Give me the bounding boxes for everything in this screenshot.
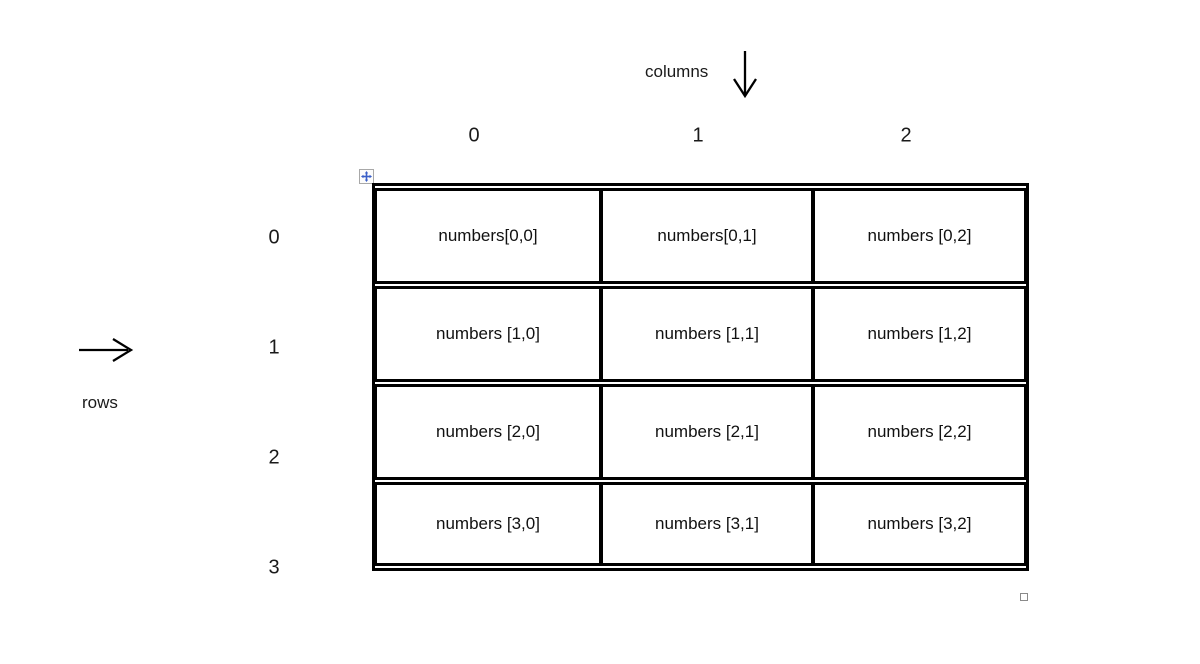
columns-axis-label: columns xyxy=(645,62,709,81)
row-index-2: 2 xyxy=(268,446,280,469)
cell-2-0: numbers [2,0] xyxy=(375,384,601,480)
move-cross-icon xyxy=(361,171,372,182)
column-index-1: 1 xyxy=(692,124,704,147)
rows-right-arrow-icon xyxy=(79,338,134,362)
table-row: numbers [1,0] numbers [1,1] numbers [1,2… xyxy=(375,286,1026,382)
row-index-0: 0 xyxy=(268,226,280,249)
table-row: numbers[0,0] numbers[0,1] numbers [0,2] xyxy=(375,188,1026,284)
cell-1-2: numbers [1,2] xyxy=(813,286,1026,382)
rows-axis-label: rows xyxy=(82,393,118,412)
row-index-3: 3 xyxy=(268,556,280,579)
cell-3-1: numbers [3,1] xyxy=(601,482,813,566)
cell-0-0: numbers[0,0] xyxy=(375,188,601,284)
cell-3-2: numbers [3,2] xyxy=(813,482,1026,566)
columns-down-arrow-icon xyxy=(733,51,757,99)
cell-1-1: numbers [1,1] xyxy=(601,286,813,382)
cell-0-2: numbers [0,2] xyxy=(813,188,1026,284)
column-index-2: 2 xyxy=(900,124,912,147)
table-row: numbers [2,0] numbers [2,1] numbers [2,2… xyxy=(375,384,1026,480)
cell-2-1: numbers [2,1] xyxy=(601,384,813,480)
column-index-0: 0 xyxy=(468,124,480,147)
table-row: numbers [3,0] numbers [3,1] numbers [3,2… xyxy=(375,482,1026,566)
row-index-1: 1 xyxy=(268,336,280,359)
cell-1-0: numbers [1,0] xyxy=(375,286,601,382)
table-resize-handle[interactable] xyxy=(1020,593,1028,601)
cell-0-1: numbers[0,1] xyxy=(601,188,813,284)
cell-2-2: numbers [2,2] xyxy=(813,384,1026,480)
cell-3-0: numbers [3,0] xyxy=(375,482,601,566)
array-grid-table: numbers[0,0] numbers[0,1] numbers [0,2] … xyxy=(372,183,1029,571)
table-move-handle[interactable] xyxy=(359,169,374,184)
